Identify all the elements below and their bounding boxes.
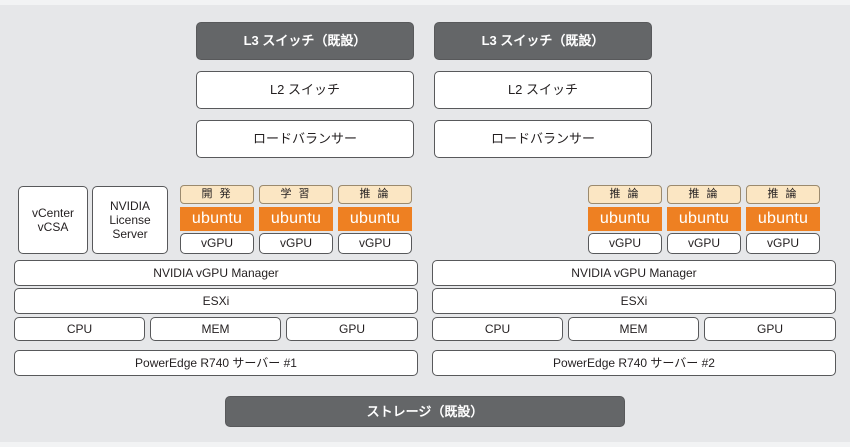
server2-hardware[interactable]: PowerEdge R740 サーバー #2 [432,350,836,376]
vm-role-badge-dev-1[interactable]: 開 発 [180,185,254,204]
server2-resource-cpu[interactable]: CPU [432,317,563,341]
vm-role-badge-inference-1[interactable]: 推 論 [338,185,412,204]
server1-vgpu-manager[interactable]: NVIDIA vGPU Manager [14,260,418,286]
server1-resource-cpu[interactable]: CPU [14,317,145,341]
vm-role-badge-inference-3[interactable]: 推 論 [667,185,741,204]
vm-vcenter-line2: vCSA [37,220,69,234]
vm-nvidia-license-server[interactable]: NVIDIA License Server [92,186,168,254]
vm-vgpu-3[interactable]: vGPU [338,233,412,254]
vm-vgpu-5[interactable]: vGPU [667,233,741,254]
network-load-balancer-left[interactable]: ロードバランサー [196,120,414,158]
server1-resource-mem[interactable]: MEM [150,317,281,341]
vm-vgpu-6[interactable]: vGPU [746,233,820,254]
vm-vgpu-2[interactable]: vGPU [259,233,333,254]
vm-role-badge-training-1[interactable]: 学 習 [259,185,333,204]
vm-os-ubuntu-6[interactable]: ubuntu [746,207,820,231]
vm-os-ubuntu-4[interactable]: ubuntu [588,207,662,231]
storage-existing[interactable]: ストレージ（既設） [225,396,625,427]
server1-hypervisor-esxi[interactable]: ESXi [14,288,418,314]
top-edge-strip [0,0,850,5]
network-l3-switch-right[interactable]: L3 スイッチ（既設） [434,22,652,60]
vm-vgpu-4[interactable]: vGPU [588,233,662,254]
server2-hypervisor-esxi[interactable]: ESXi [432,288,836,314]
vm-os-ubuntu-2[interactable]: ubuntu [259,207,333,231]
vm-os-ubuntu-5[interactable]: ubuntu [667,207,741,231]
server1-resource-gpu[interactable]: GPU [286,317,418,341]
vm-os-ubuntu-1[interactable]: ubuntu [180,207,254,231]
vm-role-badge-inference-4[interactable]: 推 論 [746,185,820,204]
server2-resource-mem[interactable]: MEM [568,317,699,341]
vm-license-line3: Server [112,227,148,242]
server2-resource-gpu[interactable]: GPU [704,317,836,341]
vm-vcenter-vcsa[interactable]: vCenter vCSA [18,186,88,254]
server1-hardware[interactable]: PowerEdge R740 サーバー #1 [14,350,418,376]
vm-vgpu-1[interactable]: vGPU [180,233,254,254]
vm-role-badge-inference-2[interactable]: 推 論 [588,185,662,204]
network-load-balancer-right[interactable]: ロードバランサー [434,120,652,158]
bottom-edge-strip [0,442,850,447]
server2-vgpu-manager[interactable]: NVIDIA vGPU Manager [432,260,836,286]
network-l3-switch-left[interactable]: L3 スイッチ（既設） [196,22,414,60]
network-l2-switch-right[interactable]: L2 スイッチ [434,71,652,109]
vm-os-ubuntu-3[interactable]: ubuntu [338,207,412,231]
network-l2-switch-left[interactable]: L2 スイッチ [196,71,414,109]
vm-vcenter-line1: vCenter [31,205,75,220]
vm-license-line1: NVIDIA [109,198,150,213]
vm-license-line2: License [109,212,151,227]
